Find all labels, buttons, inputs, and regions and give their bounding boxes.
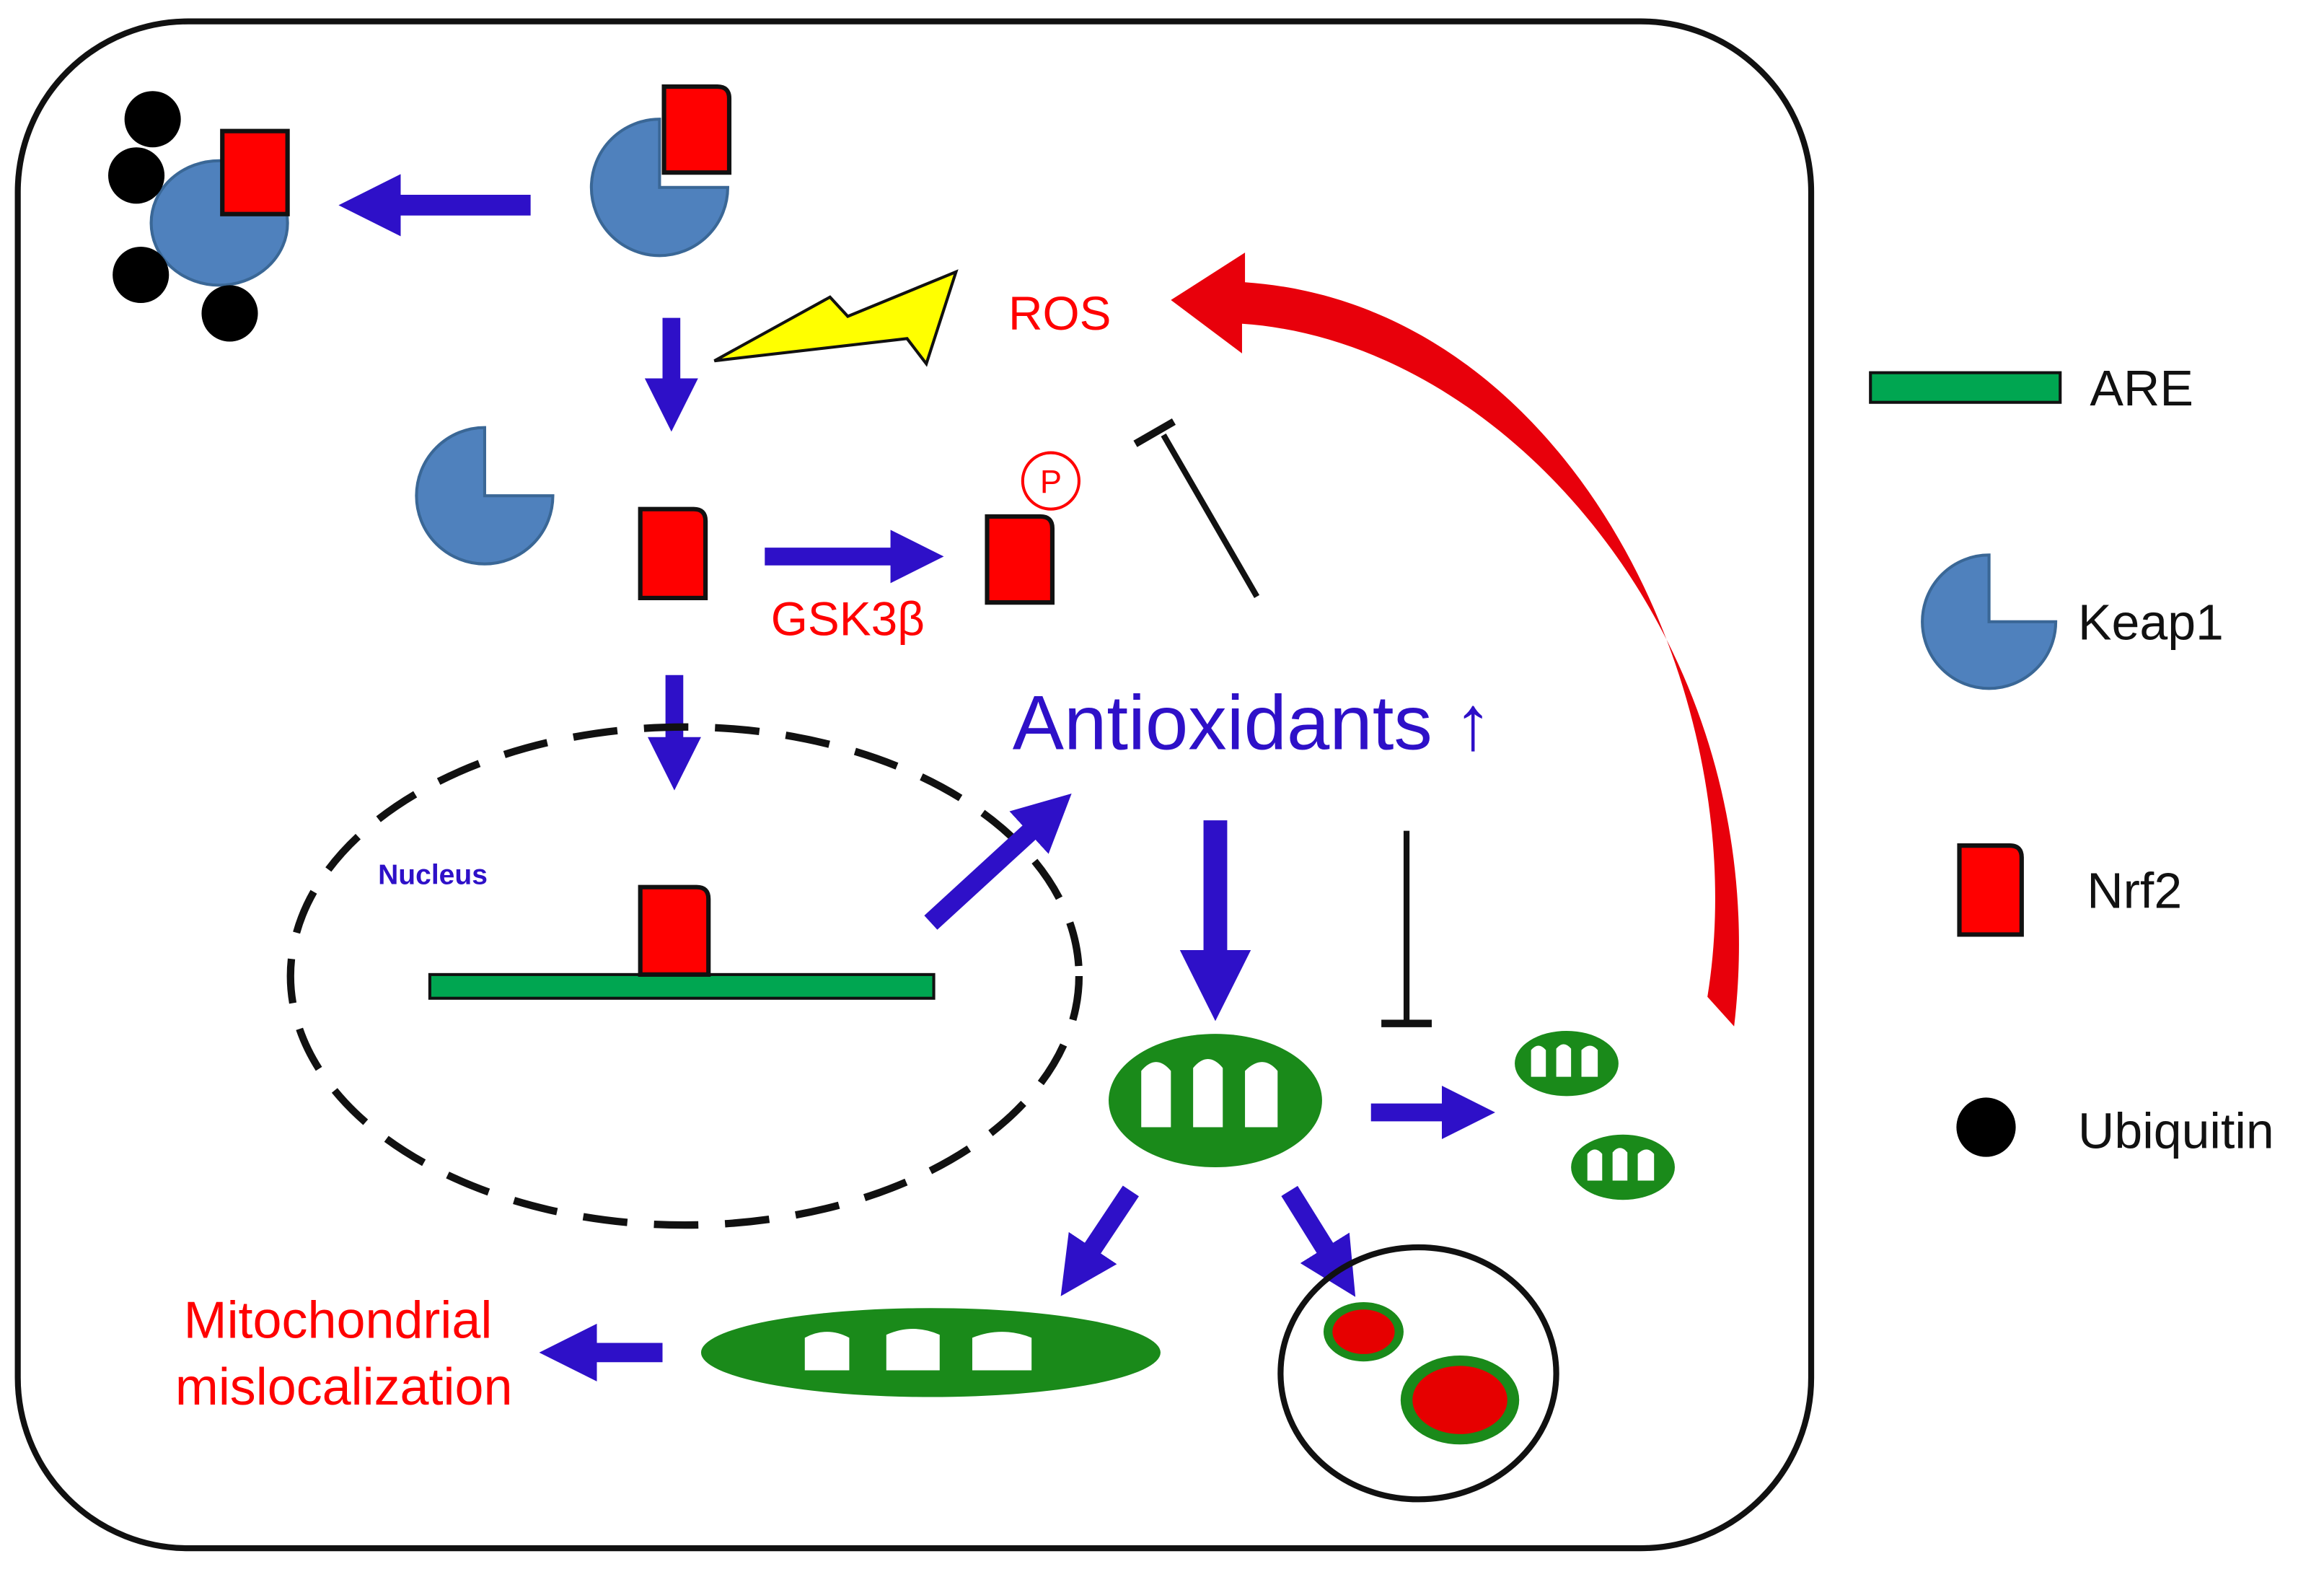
ros-label: ROS [1008,286,1111,340]
arrow-to-mitophagy [1281,1185,1356,1297]
inhibition-bar-icon [1133,418,1176,447]
nrf2-phosphorylated [985,514,1055,605]
gsk3b-label: GSK3β [771,592,925,645]
legend-are-label: ARE [2090,360,2193,416]
ubiquitinated-complex [108,91,290,342]
ubiquitin-dot [113,246,170,304]
lightning-bolt-icon [713,269,959,367]
mislocalization-label-line1: Mitochondrial [184,1291,493,1349]
legend-ubiquitin-icon [1956,1097,2016,1157]
nrf2-free [638,506,708,601]
nrf2-shape [661,84,732,175]
nrf2-shape [220,128,290,216]
keap1-free [415,426,555,566]
ros-feedback-arrow [1171,252,1739,1027]
keap1-shape [589,118,729,258]
mislocalization-label-line2: mislocalization [175,1358,513,1416]
legend-nrf2-label: Nrf2 [2087,862,2182,918]
phospho-label: P [1040,463,1062,500]
keap1-nrf2-complex [589,84,732,258]
nucleus-label: Nucleus [378,860,488,891]
legend-are-swatch [1869,371,2062,404]
damaged-mitochondrion-icon [1323,1302,1404,1362]
legend-ubiquitin-label: Ubiquitin [2078,1102,2274,1159]
antioxidants-label: Antioxidants ↑ [1013,680,1492,766]
ubiquitin-dot [201,285,258,342]
legend: ARE Keap1 Nrf2 Ubiquitin [1869,360,2274,1159]
are-element [428,972,936,1000]
mitophagy-vesicle [1277,1244,1559,1503]
arrow-to-antioxidants [924,794,1072,930]
damaged-mitochondrion-icon [1400,1355,1520,1445]
phospho-circle [1021,451,1080,511]
legend-nrf2-icon [1957,843,2024,937]
nrf2-bound [638,884,711,977]
cell-boundary [14,18,1815,1552]
mitochondrion-icon [700,1308,1161,1397]
arrow-to-elongated [1060,1185,1139,1296]
ubiquitin-dot [108,147,165,204]
legend-keap1-label: Keap1 [2078,594,2224,650]
legend-keap1-icon [1921,553,2058,690]
mitochondrion-icon [1515,1030,1619,1097]
ubiquitin-dot [124,91,181,148]
mitochondrion-icon [1571,1134,1675,1200]
nucleus-boundary [286,723,1083,1229]
mitochondrion-icon [1109,1034,1322,1168]
inhibition-antioxidants-ros [1161,433,1260,598]
